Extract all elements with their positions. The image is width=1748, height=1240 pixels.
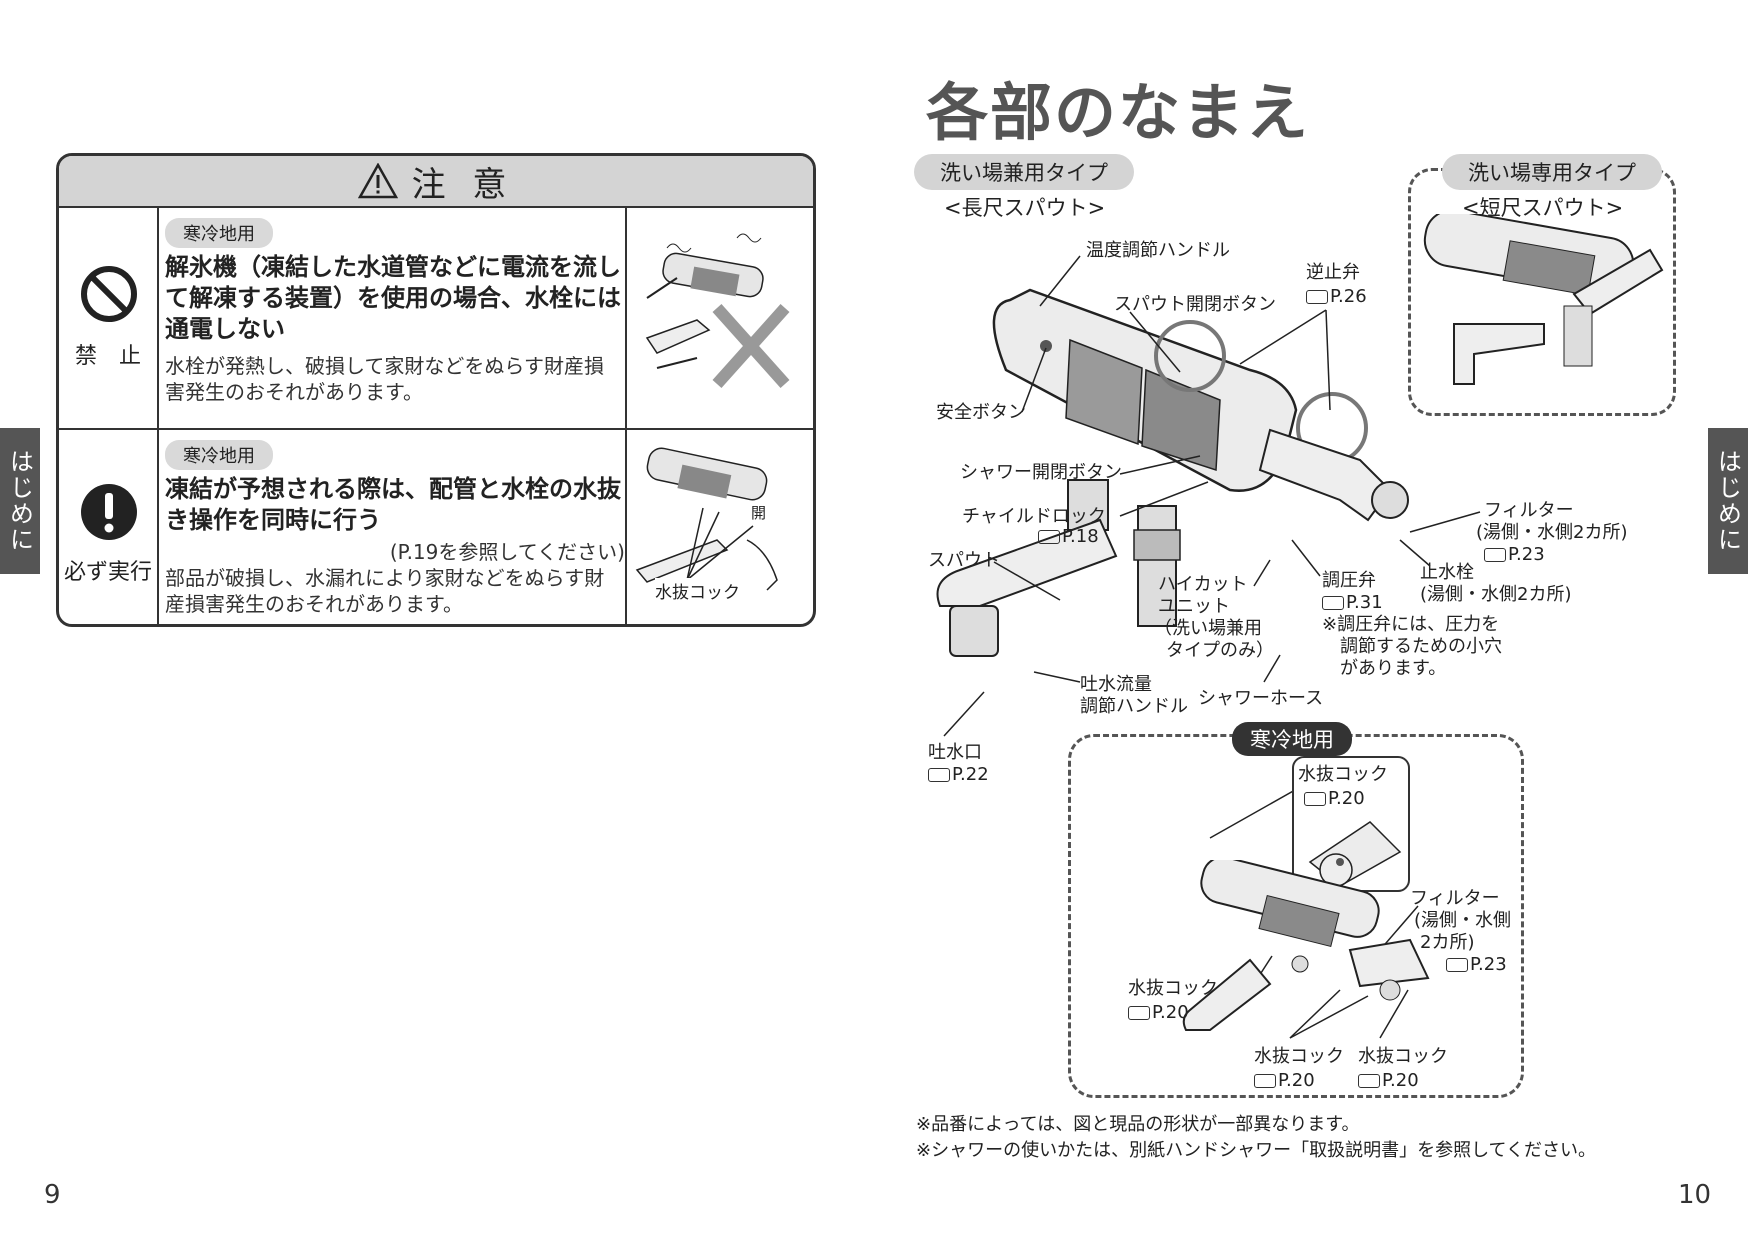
label-flow-handle-2: 調節ハンドル (1080, 696, 1188, 717)
caution-row-prohibition: 禁 止 寒冷地用 解氷機（凍結した水道管などに電流を流して解凍する装置）を使用の… (59, 208, 813, 430)
page-number-right: 10 (1678, 1180, 1712, 1210)
cold-region-badge: 寒冷地用 (165, 218, 273, 248)
page-ref-icon (1446, 958, 1468, 972)
mandatory-icon-cell: 必ず実行 (59, 430, 159, 624)
long-spout-type-pill: 洗い場兼用タイプ (914, 154, 1134, 190)
page-number-left: 9 (44, 1180, 61, 1210)
drain-illustration: 開 水抜コック (625, 430, 813, 624)
cold-filter-2: (湯側・水側 (1414, 910, 1512, 931)
prohibition-text: 寒冷地用 解氷機（凍結した水道管などに電流を流して解凍する装置）を使用の場合、水… (165, 208, 621, 428)
label-stop-valve-2: (湯側・水側2カ所) (1420, 584, 1572, 605)
cold-drain-left: 水抜コック (1128, 978, 1218, 999)
cold-region-faucet-illustration (1182, 860, 1430, 1031)
short-spout-faucet-illustration (1423, 214, 1664, 385)
ref-outlet: P.22 (928, 764, 989, 786)
label-spout-button: スパウト開閉ボタン (1114, 294, 1276, 315)
label-filter-1: フィルター (1484, 500, 1574, 521)
label-pressure-valve: 調圧弁 (1322, 570, 1376, 591)
prohibition-icon (81, 266, 137, 322)
label-spout: スパウト (928, 550, 1000, 571)
page-ref-icon (1484, 548, 1506, 562)
mandatory-heading: 凍結が予想される際は、配管と水栓の水抜き操作を同時に行う (165, 475, 621, 534)
label-shower-button: シャワー開閉ボタン (960, 462, 1122, 483)
drain-cock-inset (1292, 756, 1410, 892)
ref-filter: P.23 (1484, 544, 1545, 566)
mandatory-label: 必ず実行 (63, 560, 152, 585)
side-tab-right: はじめに (1708, 428, 1748, 574)
page-ref-icon (1358, 1074, 1380, 1088)
label-shower-hose: シャワーホース (1198, 688, 1324, 709)
caution-box: 注 意 禁 止 寒冷地用 解氷機（凍結した水道管などに電流を流して解凍する装置）… (56, 153, 816, 627)
label-outlet: 吐水口 (928, 742, 982, 763)
long-spout-subtitle: <長尺スパウト> (944, 196, 1106, 220)
ref-check-valve: P.26 (1306, 286, 1367, 308)
caution-header: 注 意 (59, 156, 813, 208)
cold-drain-mid-ref: P.20 (1254, 1070, 1315, 1092)
mandatory-text: 寒冷地用 凍結が予想される際は、配管と水栓の水抜き操作を同時に行う (P.19を… (165, 430, 625, 624)
label-highcut-2: ユニット (1158, 596, 1230, 617)
cold-drain-right-ref: P.20 (1358, 1070, 1419, 1092)
page-ref-icon (1038, 530, 1060, 544)
pressure-note-2: 調節するための小穴 (1340, 636, 1502, 657)
page-ref-icon (928, 768, 950, 782)
note-2: ※シャワーの使いかたは、別紙ハンドシャワー「取扱説明書」を参照してください。 (916, 1140, 1596, 1161)
ref-child-lock: P.18 (1038, 526, 1099, 548)
side-tab-left: はじめに (0, 428, 40, 574)
cold-drain-mid: 水抜コック (1254, 1046, 1344, 1067)
cold-region-pill: 寒冷地用 (1232, 722, 1352, 756)
cold-filter-ref: P.23 (1446, 954, 1507, 976)
mandatory-icon (81, 484, 137, 540)
ref-pressure-valve: P.31 (1322, 592, 1383, 614)
label-highcut-3: （洗い場兼用 (1154, 618, 1262, 639)
main-faucet-illustration (936, 288, 1409, 657)
label-flow-handle-1: 吐水流量 (1080, 674, 1152, 695)
prohibition-label: 禁 止 (74, 344, 141, 369)
open-label: 開 (751, 504, 767, 522)
label-stop-valve-1: 止水栓 (1420, 562, 1474, 583)
label-filter-2: (湯側・水側2カ所) (1476, 522, 1628, 543)
cold-drain-left-ref: P.20 (1128, 1002, 1189, 1024)
thawing-illustration (625, 208, 813, 428)
caution-row-mandatory: 必ず実行 寒冷地用 凍結が予想される際は、配管と水栓の水抜き操作を同時に行う (… (59, 430, 813, 624)
prohibition-heading: 解氷機（凍結した水道管などに電流を流して解凍する装置）を使用の場合、水栓には通電… (165, 253, 621, 343)
note-1: ※品番によっては、図と現品の形状が一部異なります。 (916, 1114, 1360, 1135)
prohibition-body: 水栓が発熱し、破損して家財などをぬらす財産損害発生のおそれがあります。 (165, 354, 604, 404)
label-check-valve: 逆止弁 (1306, 262, 1360, 283)
pressure-note-3: があります。 (1340, 658, 1447, 679)
label-highcut-4: タイプのみ） (1166, 640, 1274, 661)
drain-cock-label: 水抜コック (655, 578, 740, 603)
caution-title: 注 意 (411, 164, 515, 205)
page-ref-icon (1128, 1006, 1150, 1020)
cold-filter-3: 2カ所) (1420, 932, 1475, 953)
short-spout-type-pill: 洗い場専用タイプ (1442, 154, 1662, 190)
label-safety-button: 安全ボタン (936, 402, 1026, 423)
inset-drain-ref: P.20 (1304, 788, 1365, 810)
page-ref-icon (1322, 596, 1344, 610)
cold-region-badge: 寒冷地用 (165, 440, 273, 470)
page-ref-icon (1306, 290, 1328, 304)
page-ref-icon (1254, 1074, 1276, 1088)
mandatory-body: 部品が破損し、水漏れにより家財などをぬらす財産損害発生のおそれがあります。 (165, 566, 605, 616)
inset-drain-label: 水抜コック (1298, 764, 1388, 785)
page-title: 各部のなまえ (926, 76, 1311, 149)
page-ref-icon (1304, 792, 1326, 806)
label-highcut-1: ハイカット (1158, 574, 1248, 595)
mandatory-reference: (P.19を参照してください) (389, 540, 625, 564)
cold-drain-right: 水抜コック (1358, 1046, 1448, 1067)
prohibition-icon-cell: 禁 止 (59, 208, 159, 428)
cold-filter-1: フィルター (1410, 888, 1500, 909)
pressure-note-1: ※調圧弁には、圧力を (1322, 614, 1500, 635)
warning-icon (357, 163, 398, 199)
label-temp-handle: 温度調節ハンドル (1086, 240, 1230, 261)
label-child-lock: チャイルドロック (962, 506, 1106, 527)
